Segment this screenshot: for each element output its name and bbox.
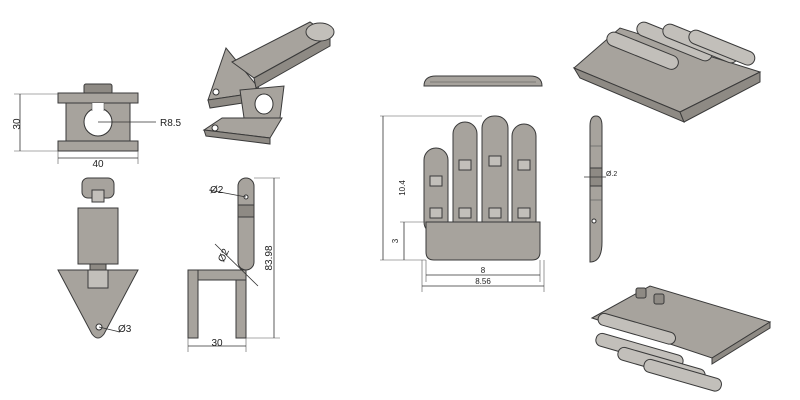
bracket-side-view: Ø2 Ø2 83.98 30 (187, 177, 280, 352)
hinge-pin-top (91, 189, 105, 203)
dim-pin-upper-d2: Ø2 (210, 185, 224, 196)
dim-pin-lower-d2: Ø2 (216, 247, 232, 264)
finger-plate-isometric-top (572, 21, 762, 123)
triangle-hinge-slot (87, 269, 109, 289)
dim-radius-r8-5: R8.5 (160, 118, 182, 129)
finger-1-hinge (429, 175, 443, 187)
bracket-isometric-view (202, 21, 335, 145)
plate-base (425, 221, 541, 261)
keyhole-slot (92, 103, 104, 113)
iso-tab-2 (653, 293, 665, 305)
finger-plate-isometric-bottom (590, 285, 772, 392)
dim-height-10-4: 10.4 (398, 180, 407, 196)
iso-knuckle-end (305, 22, 335, 42)
finger-plate-front-view: 10.4 3 8 8.56 (380, 115, 545, 292)
side-leg-left (187, 269, 199, 339)
bracket-top-view: 30 40 R8.5 (12, 83, 182, 170)
link-arm (77, 207, 119, 265)
plate-top-view (423, 75, 543, 87)
side-link-band (237, 204, 255, 218)
bracket-bottom-flange (57, 140, 139, 152)
side-link (237, 177, 255, 271)
dim-base-height-3: 3 (391, 238, 400, 243)
dim-width-8: 8 (481, 266, 486, 275)
finger-2-hinge (458, 159, 472, 171)
finger-1 (423, 147, 449, 235)
side-profile (589, 115, 603, 263)
bracket-top-flange (57, 92, 139, 104)
iso-fingers-top (606, 21, 756, 70)
dim-width-40: 40 (92, 159, 104, 170)
triangle-part-front-view: Ø3 (57, 177, 139, 339)
finger-4-hinge (517, 159, 531, 171)
plate-top-edge (423, 75, 543, 87)
side-leg-right (235, 279, 247, 339)
finger-plate-side-view: Ø.2 (584, 115, 617, 263)
triangle-plate (57, 269, 139, 339)
dim-width-8-56: 8.56 (475, 277, 491, 286)
iso-fingers-bottom (595, 312, 722, 392)
dim-width-30: 30 (211, 338, 223, 349)
dim-height-83-98: 83.98 (264, 245, 275, 270)
dim-pin-d-2: Ø.2 (606, 171, 617, 178)
finger-3-hinge (488, 155, 502, 167)
dim-height-30: 30 (12, 118, 23, 130)
iso-tab-1 (635, 287, 647, 299)
dim-hole-d3: Ø3 (118, 324, 132, 335)
